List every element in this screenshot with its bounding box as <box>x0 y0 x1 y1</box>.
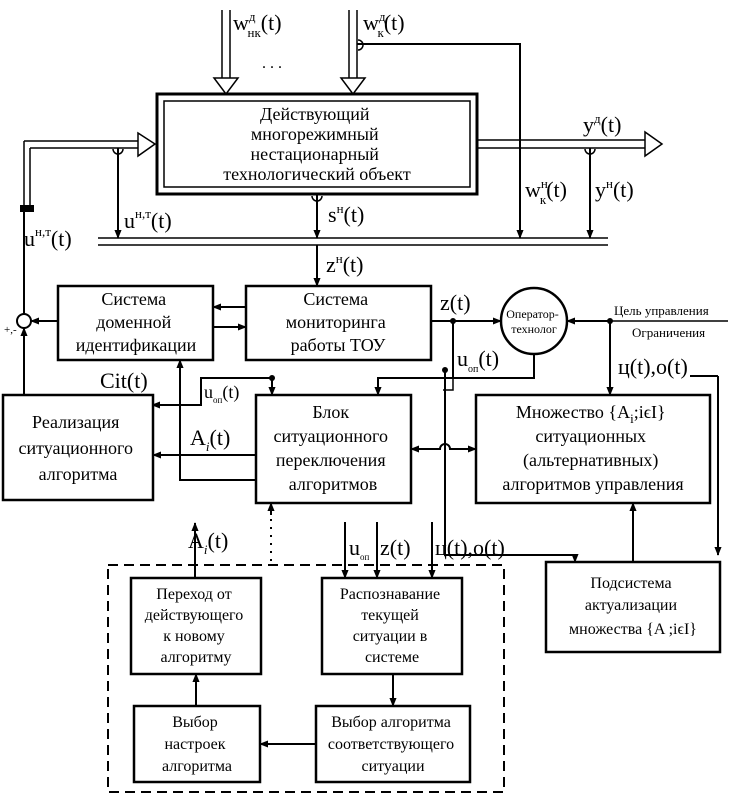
u-op-in-label: uоп <box>349 535 370 562</box>
recognition-text: Распознавание текущей ситуации в системе <box>340 586 444 666</box>
y-n-label: yн(t) <box>595 176 634 202</box>
u-op-left-line <box>151 377 272 409</box>
select-settings-text: Выбор настроек алгоритма <box>162 714 232 775</box>
cit-label: Cit(t) <box>100 368 148 393</box>
monitoring-text: Система мониторинга работы ТОУ <box>286 289 390 355</box>
u-op-to-update-line <box>444 370 579 563</box>
goal-label: Цель управления <box>614 303 709 318</box>
u-nt-left-label: uн,т(t) <box>24 224 72 251</box>
z-t-label: z(t) <box>440 290 471 315</box>
set-update-text: Подсистема актуализации множества {A ;iϵ… <box>569 575 697 638</box>
c-o-in-label: ц(t),o(t) <box>435 535 505 560</box>
select-algorithm-block <box>314 704 472 784</box>
u-op-left-label: uоп(t) <box>204 382 239 405</box>
switching-set-link <box>410 443 477 453</box>
set-update-block <box>544 560 722 654</box>
u-nt-inner-label: uн,т(t) <box>124 206 172 233</box>
domain-identification-block <box>56 284 215 362</box>
summation-junction <box>16 313 32 329</box>
operator-text: Оператор- технолог <box>506 307 562 336</box>
output-y-label: yд(t) <box>583 111 621 137</box>
transition-text: Переход от действующего к новому алгорит… <box>145 586 247 666</box>
detail-container <box>107 564 505 793</box>
realization-text: Реализация ситуационного алгоритма <box>19 412 138 484</box>
limits-label: Ограничения <box>632 325 705 340</box>
select-algorithm-text: Выбор алгоритма соответствующего ситуаци… <box>328 714 458 775</box>
u-op-label: uоп(t) <box>457 346 499 375</box>
c-o-label: ц(t),o(t) <box>618 354 688 379</box>
z-n-label: zн(t) <box>326 251 364 277</box>
object-block-text: Действующий многорежимный нестационарный… <box>223 104 411 184</box>
ai-top-label: Ai(t) <box>188 528 228 557</box>
sum-signs-label: +,- <box>4 324 17 336</box>
output-y-arrow <box>477 130 664 158</box>
z-in-label: z(t) <box>380 535 411 560</box>
monitoring-block <box>244 284 433 362</box>
control-input-arrow <box>20 131 157 212</box>
ai-main-label: Ai(t) <box>190 425 230 454</box>
operator-circle <box>499 286 569 356</box>
transition-block <box>129 576 263 676</box>
algorithm-set-text: Множество {Ai;iϵI} ситуационных (альтерн… <box>502 402 683 494</box>
w-k-branch-line <box>357 43 524 239</box>
algorithm-set-block <box>474 393 712 505</box>
object-block-inner <box>163 100 471 188</box>
realization-block <box>1 393 155 502</box>
input-w-k-arrow <box>339 10 367 96</box>
operator-to-switching-line <box>374 354 535 396</box>
domain-identification-text: Система доменной идентификации <box>76 289 197 355</box>
s-n-label: sн(t) <box>328 201 364 227</box>
switching-text: Блок ситуационного переключения алгоритм… <box>274 402 393 494</box>
input-w-nk-arrow <box>212 10 240 96</box>
switching-to-domain-line <box>176 359 256 481</box>
inputs-ellipsis: . . . <box>262 55 282 72</box>
select-settings-block <box>132 704 262 784</box>
